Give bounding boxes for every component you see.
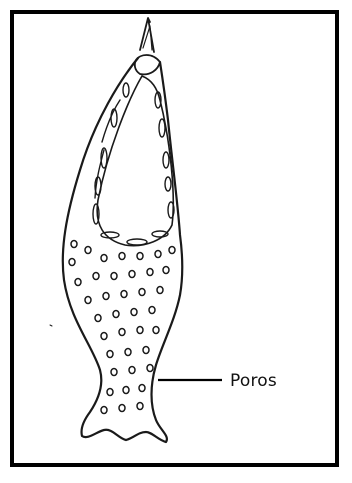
plate (123, 83, 129, 97)
plate (165, 177, 171, 191)
plate (127, 239, 147, 245)
plate (159, 119, 165, 137)
pores (69, 241, 175, 414)
ink-mark (50, 325, 52, 326)
pores-label: Poros (230, 371, 277, 391)
plate (163, 152, 169, 168)
plate (93, 204, 99, 224)
neck (135, 55, 160, 74)
plate (101, 232, 119, 238)
